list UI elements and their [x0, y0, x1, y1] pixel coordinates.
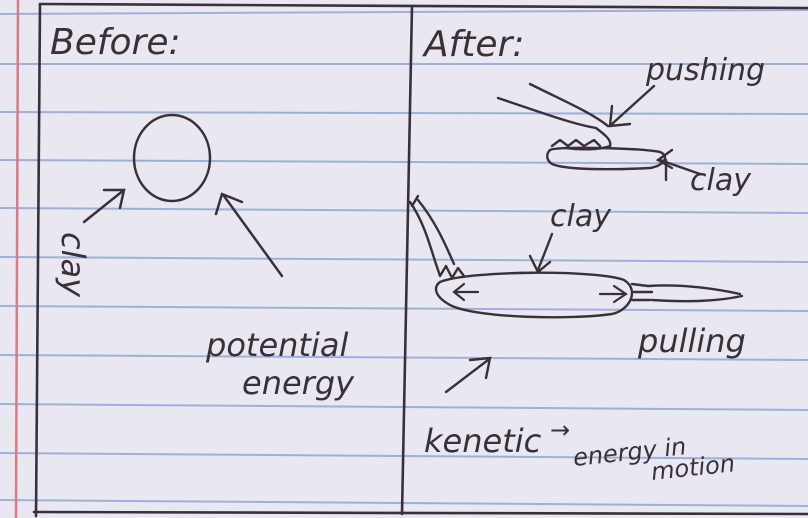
pushing-arrow	[608, 84, 656, 128]
clay-ball-sketch	[132, 113, 212, 203]
clay-label-rotated: clay	[54, 232, 92, 298]
clay-middle-label: clay	[550, 199, 612, 234]
pushing-hand-sketch	[496, 82, 612, 151]
clay-arrow-left	[82, 188, 126, 224]
kinetic-arrow	[444, 356, 492, 394]
pulling-label: pulling	[637, 322, 746, 360]
kenetic-label: kenetic	[424, 422, 542, 460]
panel-frame	[32, 2, 808, 518]
right-inner-arrow	[598, 284, 628, 304]
margin-line	[14, 0, 20, 518]
pushing-label: pushing	[645, 53, 765, 88]
clay-top-arrow	[655, 148, 702, 182]
stretched-clay	[434, 271, 634, 319]
right-pulling-hand	[630, 282, 744, 303]
kenetic-arrow-symbol: →	[550, 416, 570, 444]
potential-energy-arrow	[214, 192, 284, 278]
clay-top-label: clay	[690, 163, 752, 198]
left-inner-arrow	[452, 282, 480, 302]
potential-label: potential	[205, 326, 348, 364]
flat-clay-top	[546, 146, 667, 171]
left-pulling-hand	[408, 194, 466, 280]
after-heading: After:	[422, 24, 525, 65]
energy-label: energy	[242, 364, 355, 402]
before-heading: Before:	[50, 22, 181, 63]
